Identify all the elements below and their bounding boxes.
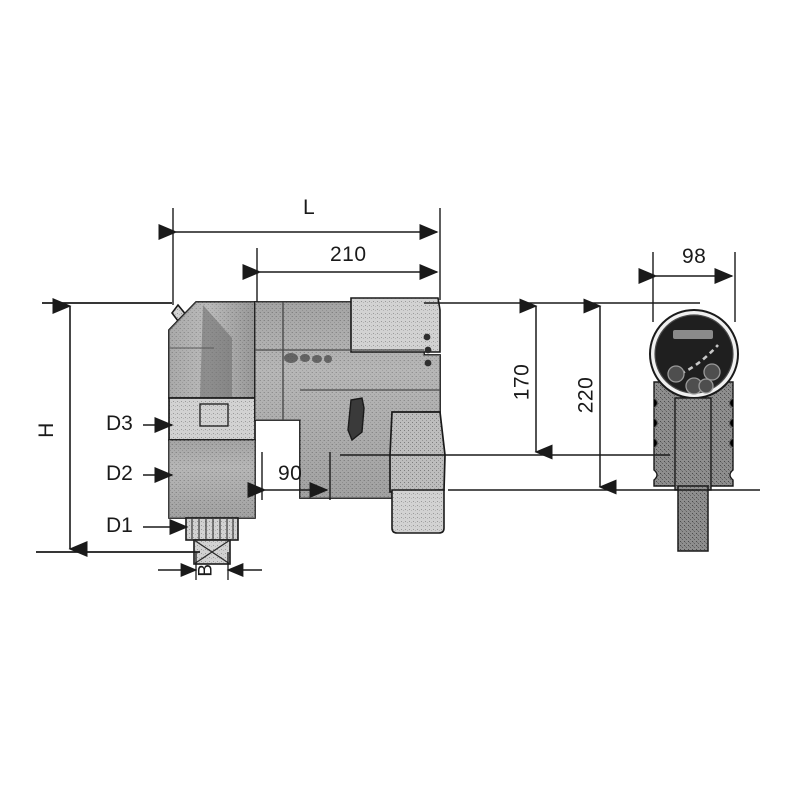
spline-teeth (191, 519, 234, 539)
motor-rear-cap (350, 297, 441, 353)
display-readout (673, 330, 713, 339)
square-drive-x2 (193, 539, 231, 565)
callout-label-d3: D3 (106, 412, 133, 435)
spindle-splines-d1 (185, 517, 239, 541)
dim-label-L: L (303, 196, 316, 219)
rear-vent-holes (423, 333, 432, 367)
dim-label-220: 220 (574, 376, 598, 414)
display-unit-drawing (649, 309, 739, 552)
callout-label-d1: D1 (106, 514, 133, 537)
housing-barrel-texture (169, 440, 255, 518)
dim-label-210: 210 (330, 243, 367, 266)
dimension-network (36, 208, 760, 580)
dim-label-90: 90 (278, 462, 303, 485)
display-body-ribs (653, 397, 734, 449)
display-buttons[interactable] (667, 363, 721, 395)
brand-mark (284, 353, 332, 363)
angle-head-shadow (200, 305, 232, 398)
callout-label-d2: D2 (106, 462, 133, 485)
display-stem (674, 397, 712, 491)
dim-label-B: B (195, 563, 217, 577)
air-inlet-base (391, 489, 445, 534)
dim-label-98: 98 (682, 245, 707, 268)
pistol-grip (389, 411, 446, 493)
dim-label-170: 170 (510, 363, 534, 401)
dim-label-H: H (34, 422, 58, 438)
trigger-lever (347, 397, 365, 442)
tool-assembly-drawing (168, 297, 446, 565)
housing-collar-detail (199, 403, 229, 427)
display-lower-handle (677, 485, 709, 552)
